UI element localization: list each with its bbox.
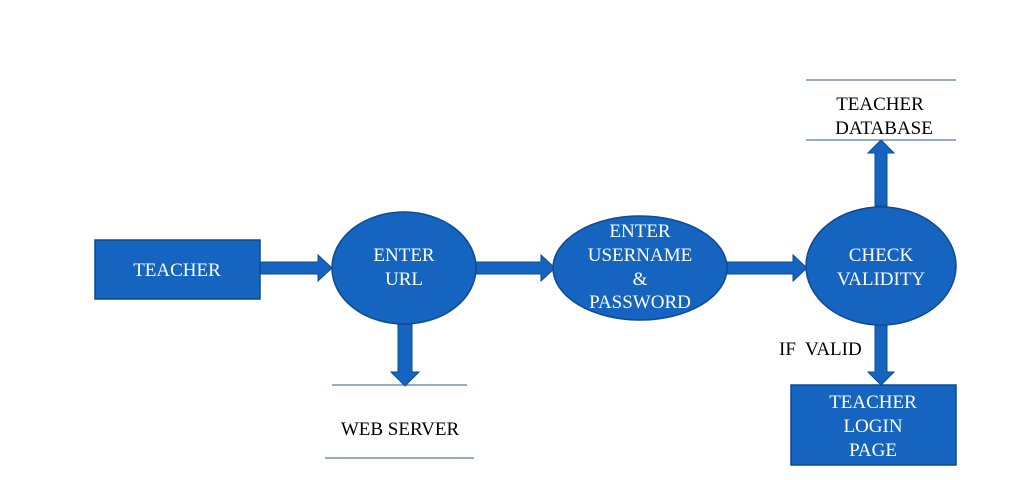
enter-credentials-process: ENTER USERNAME & PASSWORD	[552, 215, 728, 321]
enter-credentials-label-line-3: &	[633, 269, 648, 290]
teacher-entity-box	[94, 239, 261, 300]
enter-url-process: ENTER URL	[331, 211, 477, 325]
if-valid-edge-label: IF VALID	[779, 339, 862, 360]
enter-credentials-label-line-2: USERNAME	[588, 245, 693, 266]
teacher-database-label-line-2: DATABASE	[835, 118, 933, 139]
arrow-check-validity-to-teacher-database	[866, 139, 896, 207]
web-server-store: WEB SERVER	[325, 384, 474, 459]
teacher-database-label-line-1: TEACHER	[836, 94, 924, 115]
web-server-label: WEB SERVER	[341, 419, 460, 440]
arrow-enter-credentials-to-check-validity	[726, 253, 808, 283]
teacher-login-page-box	[790, 384, 957, 466]
check-validity-ellipse	[805, 206, 957, 326]
enter-url-label-line-1: ENTER	[373, 245, 435, 266]
enter-credentials-ellipse	[552, 215, 728, 321]
enter-credentials-label-line-4: PASSWORD	[589, 292, 691, 313]
teacher-entity-label: TEACHER	[133, 260, 221, 281]
check-validity-label-line-1: CHECK	[849, 245, 914, 266]
check-validity-process: CHECK VALIDITY	[805, 206, 957, 326]
enter-url-label-line-2: URL	[385, 269, 423, 290]
arrow-teacher-to-enter-url	[259, 253, 333, 283]
teacher-entity: TEACHER	[94, 239, 261, 300]
enter-credentials-label-line-1: ENTER	[609, 221, 671, 242]
arrow-check-validity-to-teacher-login-page	[866, 323, 896, 386]
check-validity-label-line-2: VALIDITY	[837, 269, 926, 290]
arrow-enter-url-to-enter-credentials	[474, 253, 556, 283]
enter-url-ellipse	[331, 211, 477, 325]
flow-arrows	[259, 139, 896, 387]
arrow-enter-url-to-web-server	[389, 317, 421, 387]
teacher-login-page-label-line-3: PAGE	[849, 440, 897, 461]
teacher-login-page-label-line-1: TEACHER	[829, 392, 917, 413]
teacher-login-page-label-line-2: LOGIN	[843, 416, 902, 437]
teacher-database-store: TEACHER DATABASE	[806, 79, 956, 141]
teacher-login-page-entity: TEACHER LOGIN PAGE	[790, 384, 957, 466]
